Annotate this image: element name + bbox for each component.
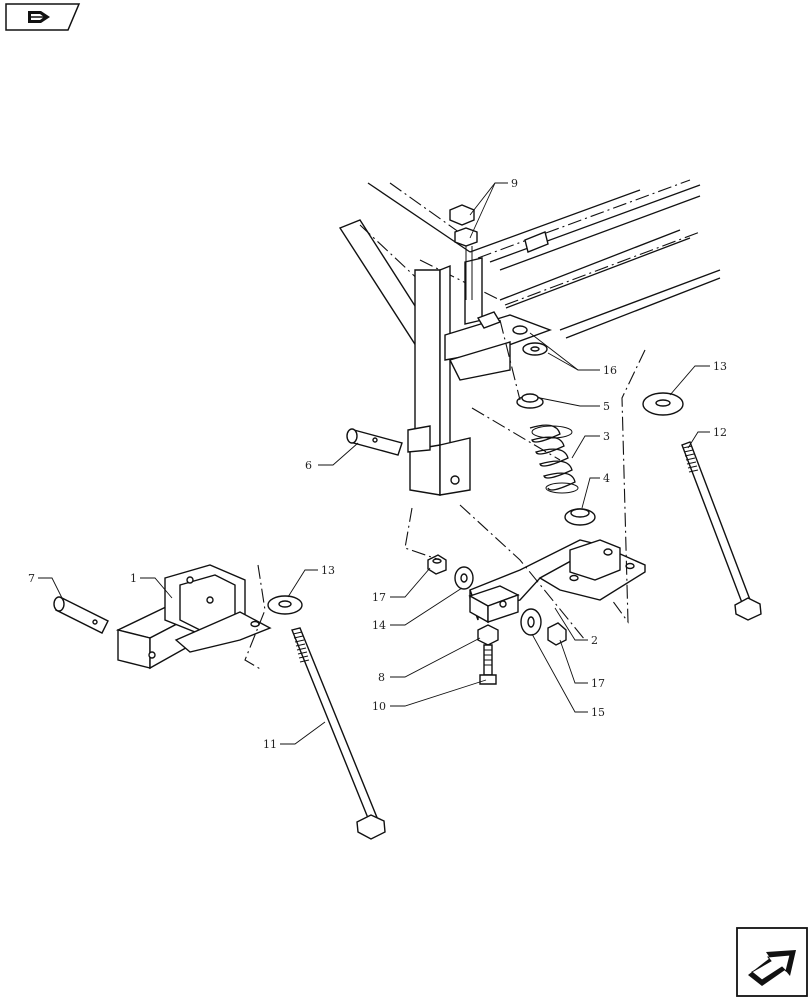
callout-14: 14: [372, 619, 386, 632]
callout-11: 11: [263, 738, 277, 751]
callout-5: 5: [603, 400, 610, 413]
part-1-hinge-bracket: [115, 564, 272, 670]
callout-4: 4: [603, 472, 610, 485]
leader-lines: [38, 182, 710, 745]
callout-10: 10: [372, 700, 386, 713]
callout-6: 6: [305, 459, 312, 472]
part-12-long-bolt: [681, 441, 762, 621]
part-5-spring-cap: [516, 393, 544, 409]
next-page-arrow-icon: [748, 950, 796, 986]
callout-15: 15: [591, 706, 605, 719]
callout-16: 16: [603, 364, 617, 377]
callout-3: 3: [603, 430, 610, 443]
callout-8: 8: [378, 671, 385, 684]
part-13-washer-right: [642, 392, 684, 416]
part-15-washer: [520, 608, 542, 636]
callout-labels: 9 16 5 3 4 13 12 6 7 1 13 17 14 2 8 17 1…: [28, 177, 727, 751]
part-9-nuts: [449, 204, 502, 329]
section-back-button[interactable]: [5, 3, 81, 31]
callout-1: 1: [130, 572, 137, 585]
part-13-washer-left: [267, 595, 303, 615]
part-17-nut-left: [427, 554, 447, 575]
part-7-pin: [53, 596, 109, 634]
part-17-nut-right: [547, 622, 567, 646]
callout-13-right: 13: [713, 360, 727, 373]
callout-17-left: 17: [372, 591, 386, 604]
part-6-pin: [346, 428, 403, 456]
part-3-spring: [529, 424, 579, 494]
part-11-long-bolt: [291, 627, 386, 840]
callout-2: 2: [591, 634, 598, 647]
part-16-washers: [512, 325, 548, 356]
frame-assembly: [338, 179, 721, 496]
callout-17-right: 17: [591, 677, 605, 690]
part-14-washer: [454, 566, 474, 590]
callout-13-left: 13: [321, 564, 335, 577]
callout-9: 9: [511, 177, 518, 190]
part-4-spring-seat: [564, 508, 596, 526]
part-10-bolt: [479, 644, 497, 685]
section-back-icon: [28, 11, 50, 23]
next-page-button[interactable]: [736, 927, 808, 997]
part-2-bracket: [468, 539, 646, 624]
callout-7: 7: [28, 572, 35, 585]
assembly-center-lines: [244, 319, 646, 671]
callout-12: 12: [713, 426, 727, 439]
part-8-nut: [477, 624, 499, 646]
